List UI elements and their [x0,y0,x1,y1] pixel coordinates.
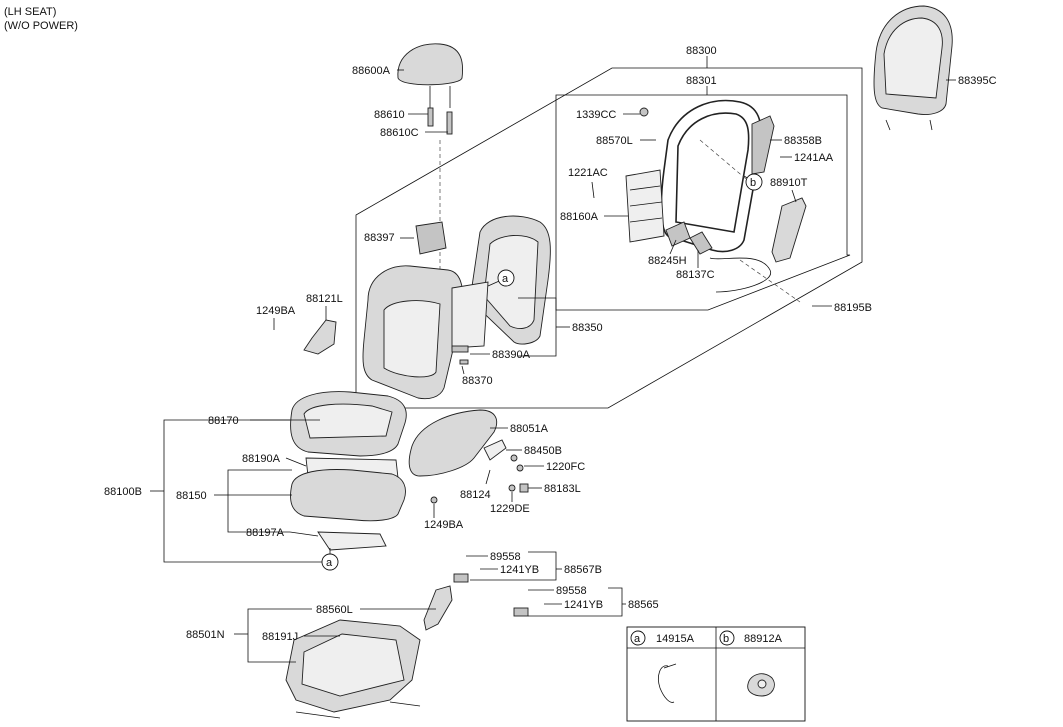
label-88610C: 88610C [380,127,419,139]
label-88051A: 88051A [510,423,549,435]
legend-table: a 14915A b 88912A [626,626,806,722]
svg-text:b: b [750,177,756,189]
legend-marker-a: a [634,633,641,645]
label-88150: 88150 [176,490,207,502]
label-88350: 88350 [572,322,603,334]
svg-text:a: a [502,273,509,285]
label-88610: 88610 [374,109,405,121]
label-88565: 88565 [628,599,659,611]
label-88195B: 88195B [834,302,872,314]
legend-part-a: 14915A [656,633,695,645]
headrest-guide-pins [427,107,453,135]
svg-text:a: a [326,557,333,569]
label-1241AA: 1241AA [794,152,834,164]
label-88390A: 88390A [492,349,531,361]
rear-panel-pad [751,115,775,175]
label-88397: 88397 [364,232,395,244]
sensor-wire [709,257,771,293]
brackets [665,221,713,255]
label-88121L: 88121L [306,293,343,305]
callout-a-seatback: a [487,269,515,287]
headrest [397,43,463,108]
label-88600A: 88600A [352,65,391,77]
label-88170: 88170 [208,415,239,427]
label-88370: 88370 [462,375,493,387]
seatback-cover [362,265,464,400]
label-89558-upper: 89558 [490,551,521,563]
callout-a-cushion: a [321,548,339,571]
label-88197A: 88197A [246,527,285,539]
label-88160A: 88160A [560,211,599,223]
seatback-rear-shell [873,5,953,131]
label-1249BA-upper: 1249BA [256,305,296,317]
label-88450B: 88450B [524,445,562,457]
label-88570L: 88570L [596,135,633,147]
label-88191J: 88191J [262,631,298,643]
seatback-pad [451,281,489,349]
label-88501N: 88501N [186,629,225,641]
label-88301: 88301 [686,75,717,87]
label-88567B: 88567B [564,564,602,576]
hook-wire-icon [658,663,677,703]
label-88100B: 88100B [104,486,142,498]
side-airbag [771,197,807,263]
label-88137C: 88137C [676,269,715,281]
lumbar-plate [625,169,665,243]
seatback-board [415,221,447,255]
cushion-bottom-plate [317,531,387,551]
label-88395C: 88395C [958,75,997,87]
label-88300: 88300 [686,45,717,57]
lever-cover [303,319,337,355]
seat-track-assembly [285,619,421,719]
label-88358B: 88358B [784,135,822,147]
label-88560L: 88560L [316,604,353,616]
header-lh-seat: (LH SEAT) [4,6,56,18]
seatback-frame-group-outline [555,94,851,311]
callout-b-frame: b [743,173,763,191]
track-covers [453,573,529,617]
label-1220FC: 1220FC [546,461,585,473]
label-1339CC: 1339CC [576,109,616,121]
label-88245H: 88245H [648,255,687,267]
clip-icon [747,673,775,697]
nut-1339CC [639,107,649,117]
small-fasteners [430,454,529,504]
label-1229DE: 1229DE [490,503,530,515]
header-wo-power: (W/O POWER) [4,20,78,32]
label-1249BA-lower: 1249BA [424,519,464,531]
label-89558-lower: 89558 [556,585,587,597]
hook-parts [451,345,469,365]
legend-marker-b: b [723,633,729,645]
label-88183L: 88183L [544,483,581,495]
legend-part-b: 88912A [744,633,783,645]
label-1221AC: 1221AC [568,167,608,179]
cushion-cover [290,391,407,457]
label-88190A: 88190A [242,453,281,465]
label-1241YB-lower: 1241YB [564,599,603,611]
label-88124: 88124 [460,489,491,501]
label-88910T: 88910T [770,177,808,189]
label-1241YB-upper: 1241YB [500,564,539,576]
side-shield [408,409,507,477]
side-cover-track [423,585,453,631]
cushion-pad [290,469,406,522]
